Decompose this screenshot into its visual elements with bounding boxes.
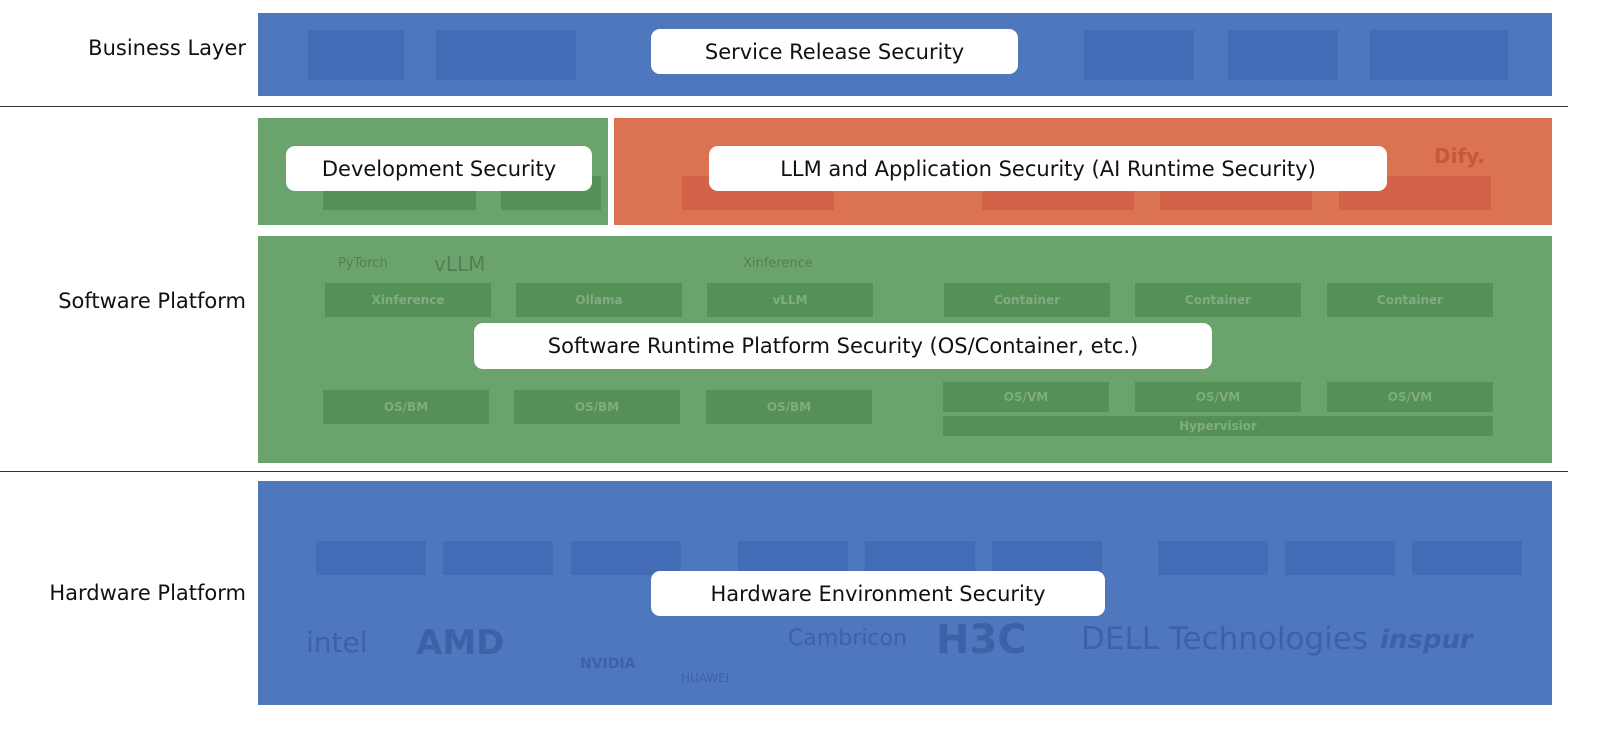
cambricon-logo: Cambricon [788,626,907,651]
xinference-logo: Xinference [743,256,813,271]
hypervisor-box: Hypervisior [943,416,1493,436]
ghost-box [992,541,1102,575]
llm-application-security-label: LLM and Application Security (AI Runtime… [709,146,1387,191]
hardware-platform-label: Hardware Platform [49,581,246,605]
nvidia-logo: NVIDIA [580,656,636,672]
ghost-box [443,541,553,575]
os-bm-box: OS/BM [514,390,680,424]
os-bm-box: OS/BM [323,390,489,424]
ghost-box [1285,541,1395,575]
dify-logo: Dify. [1434,144,1485,168]
software-runtime-security-label: Software Runtime Platform Security (OS/C… [474,323,1212,369]
pytorch-logo: PyTorch [338,256,388,271]
os-vm-box: OS/VM [1327,382,1493,412]
service-release-security-label: Service Release Security [651,29,1018,74]
inspur-logo: inspur [1380,625,1473,655]
ghost-box [1412,541,1522,575]
amd-logo: AMD [416,623,505,663]
container-box: Container [1135,283,1301,317]
business-layer-band [258,13,1552,96]
ghost-box [308,30,404,80]
dell-technologies-logo: DELL Technologies [1081,621,1368,657]
ghost-box [865,541,975,575]
ghost-box [1228,30,1338,80]
vllm-logo: vLLM [434,252,486,276]
ghost-box [571,541,681,575]
ghost-box [436,30,576,80]
os-vm-box: OS/VM [943,382,1109,412]
os-bm-box: OS/BM [706,390,872,424]
intel-logo: intel [306,626,368,659]
os-vm-box: OS/VM [1135,382,1301,412]
ghost-box [1084,30,1194,80]
ghost-box [1370,30,1508,80]
container-box: Container [1327,283,1493,317]
divider-business-software [0,106,1568,107]
software-platform-label: Software Platform [58,289,246,313]
container-box: Container [944,283,1110,317]
h3c-logo: H3C [936,617,1027,663]
engine-box: Ollama [516,283,682,317]
ghost-box [1158,541,1268,575]
engine-box: Xinference [325,283,491,317]
development-security-label: Development Security [286,146,592,191]
engine-box: vLLM [707,283,873,317]
divider-software-hardware [0,471,1568,472]
ghost-box [738,541,848,575]
ghost-box [316,541,426,575]
huawei-logo: HUAWEI [681,671,730,685]
business-layer-label: Business Layer [88,36,246,60]
hardware-environment-security-label: Hardware Environment Security [651,571,1105,616]
